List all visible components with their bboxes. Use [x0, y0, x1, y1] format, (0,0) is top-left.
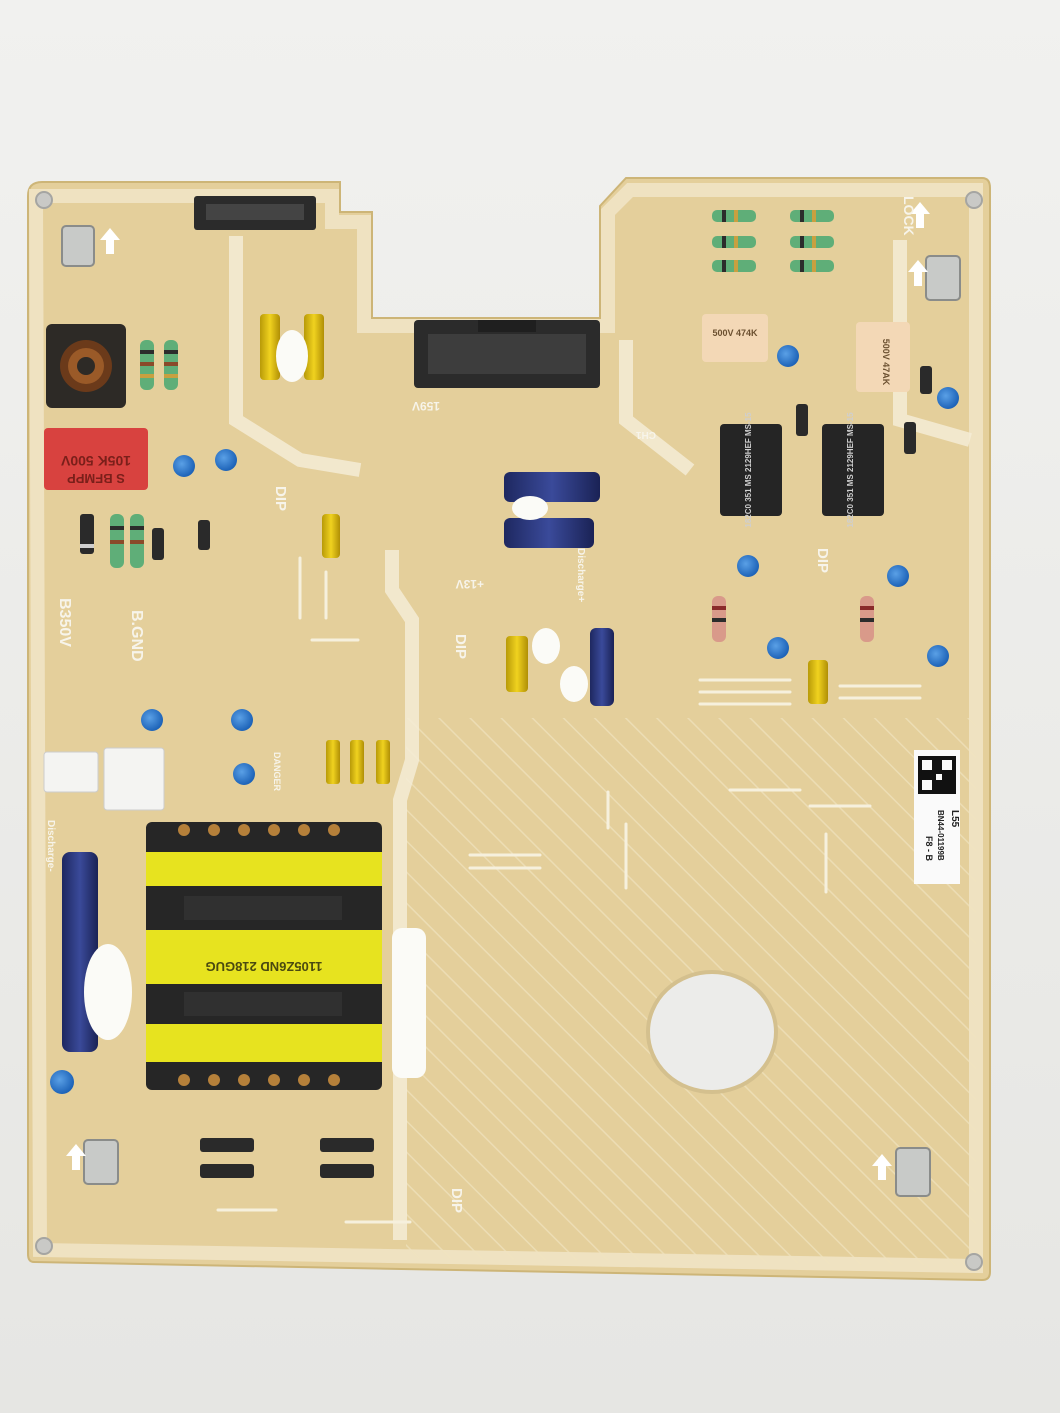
beige-cap-left-text: 500V 474K: [712, 328, 758, 338]
label-dip-top: DIP: [272, 486, 289, 511]
red-cap-text-bottom: S BFMPP: [67, 471, 125, 486]
ic-packages: 182C0 351 MS 2129HEF MS-15 182C0 351 MS …: [720, 412, 884, 528]
silkscreen-arrows: [66, 202, 930, 1180]
metal-clips: [61, 225, 961, 1197]
label-discharge-left: Discharge-: [45, 820, 56, 872]
label-ch1: CH1: [636, 429, 656, 440]
red-film-capacitor: 105K 500V S BFMPP: [44, 428, 148, 490]
resistors: [110, 210, 874, 642]
isolation-tracks: [229, 236, 972, 1240]
main-transformer: 1105Z6ND 218GUG: [146, 822, 382, 1090]
red-cap-text-top: 105K 500V: [60, 453, 131, 469]
label-dip-mid: DIP: [452, 634, 469, 659]
beige-cap-right-text: 500V 47AK: [881, 339, 891, 386]
ic-left-text: 182C0 351 MS 2129HEF MS-15: [744, 412, 753, 528]
blue-ceramic-capacitors: [50, 345, 959, 1094]
label-dip-right: DIP: [814, 548, 831, 573]
label-bgnd: B.GND: [128, 610, 145, 662]
pcb-slots: [216, 556, 922, 1224]
label-159v: 159V: [412, 399, 440, 413]
label-sticker: L55 BN44-01199B F8 - B: [914, 750, 960, 884]
label-discharge-top: Discharge+: [575, 548, 586, 602]
diodes: [80, 366, 932, 1178]
white-film-capacitors: [43, 747, 165, 811]
label-danger: DANGER: [272, 752, 282, 792]
yellow-capacitors: [260, 314, 828, 784]
label-dip-bottom: DIP: [448, 1188, 465, 1213]
transformer-marking: 1105Z6ND 218GUG: [205, 959, 322, 974]
label-lock: LOCK: [901, 196, 917, 236]
beige-film-capacitors: 500V 474K 500V 47AK: [702, 314, 910, 392]
connector-top-left: [194, 196, 316, 230]
sticker-version: F8 - B: [924, 836, 934, 862]
sticker-model: L55: [949, 810, 960, 828]
ic-right-text: 182C0 351 MS 2129HEF MS-15: [846, 412, 855, 528]
mounting-holes: [35, 191, 983, 1271]
connector-top-center: [414, 320, 600, 388]
label-13v: +13V: [456, 577, 484, 591]
choke-inductor: [46, 324, 126, 408]
board-cutout-hole: [646, 970, 778, 1094]
silicone-glue: [84, 330, 588, 1078]
sticker-code: BN44-01199B: [936, 810, 945, 861]
label-b350v: B350V: [56, 598, 73, 647]
